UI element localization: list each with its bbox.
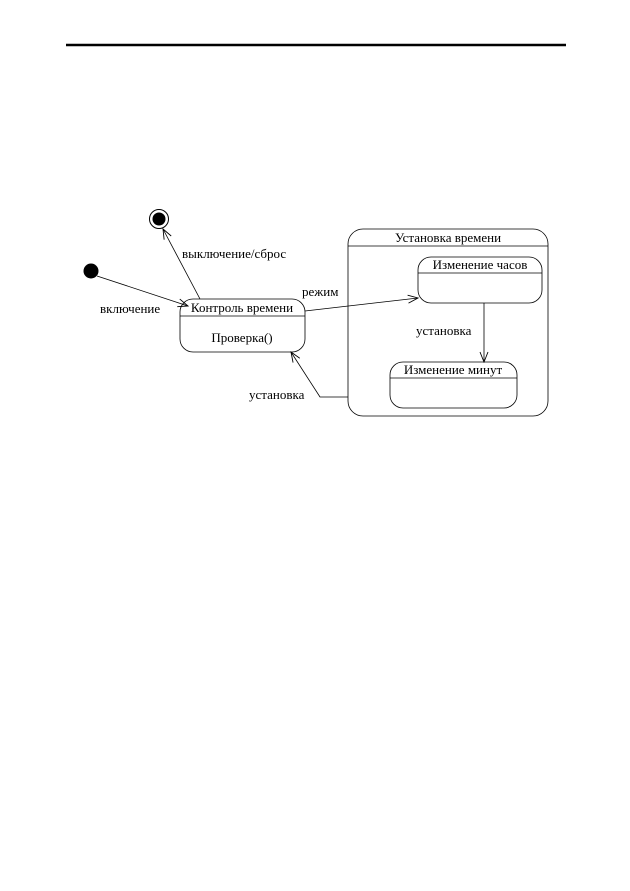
state-change-hours: Изменение часов — [417, 256, 543, 304]
transition-power-on-label: включение — [100, 301, 160, 316]
transition-power-off-label: выключение/сброс — [182, 246, 286, 261]
state-change-minutes-name: Изменение минут — [404, 362, 503, 377]
initial-state-icon — [83, 263, 99, 279]
state-time-control-name: Контроль времени — [191, 300, 293, 315]
state-set-time: Установка времени — [347, 228, 549, 417]
state-change-hours-name: Изменение часов — [433, 257, 528, 272]
transition-set-inner-label: установка — [416, 323, 472, 338]
transition-mode-arrow — [304, 298, 418, 312]
transition-mode-label: режим — [302, 284, 338, 299]
final-state-icon — [149, 209, 169, 229]
state-change-minutes: Изменение минут — [389, 361, 518, 409]
transition-power-on-arrow — [96, 275, 188, 306]
transition-set-return-label: установка — [249, 387, 305, 402]
transition-power-off-arrow — [163, 229, 201, 300]
transition-set-return-arrow — [291, 352, 348, 398]
state-set-time-name: Установка времени — [395, 230, 501, 245]
state-time-control: Контроль времени Проверка() — [179, 298, 306, 353]
state-time-control-activity: Проверка() — [211, 330, 272, 345]
